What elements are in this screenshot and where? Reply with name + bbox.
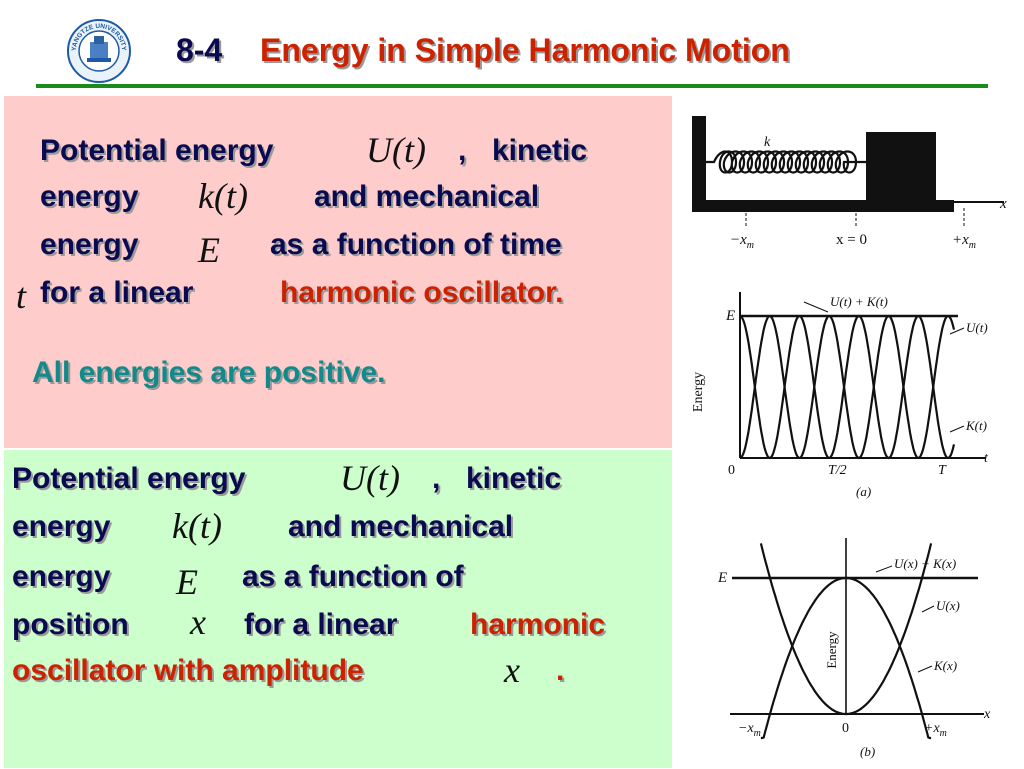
- pos-sum-leader: [875, 565, 893, 573]
- sum-leader: [803, 301, 829, 313]
- position-description-panel: [4, 450, 672, 768]
- pos-y-label: Energy: [824, 631, 839, 669]
- top-line2-text: energy: [40, 180, 139, 213]
- time-U-curve: [739, 314, 956, 460]
- time-description-panel: [4, 96, 672, 448]
- bot-line3-function: as a function of: [242, 560, 464, 593]
- bot-period: .: [556, 654, 565, 687]
- time-half-period-label: T/2: [828, 463, 847, 478]
- pos-K-curve: [760, 576, 932, 740]
- energy-time-figure: Energy E U(t) + K(t) U(t) K(t) 0 T/2 T t…: [688, 282, 1018, 508]
- pos-U-label: U(x): [936, 598, 960, 613]
- spring-k-label: k: [764, 135, 771, 150]
- pos-K-label: K(x): [933, 658, 957, 673]
- top-math-E: E: [198, 230, 220, 270]
- bot-line3-text: energy: [12, 560, 111, 593]
- wall: [692, 116, 706, 212]
- time-caption: (a): [856, 484, 871, 499]
- pos-pos-xm-label: +xm: [924, 721, 947, 739]
- bot-comma: ,: [432, 462, 441, 495]
- pos-U-curve: [759, 543, 933, 716]
- pos-U-leader: [921, 605, 935, 613]
- bot-line1-text: Potential energy: [12, 462, 246, 495]
- positive-energies-note: All energies are positive.: [32, 356, 386, 389]
- bot-math-xm: x: [504, 650, 520, 690]
- neg-xm-label: −xm: [730, 232, 754, 251]
- top-line4-oscillator: harmonic oscillator.: [280, 276, 564, 309]
- bot-line4-linear: for a linear: [244, 608, 398, 641]
- top-line1-kinetic: kinetic: [492, 134, 588, 167]
- university-logo: YANGTZE UNIVERSITY: [66, 18, 132, 84]
- pos-sum-label: U(x) + K(x): [894, 556, 956, 571]
- bot-line5-oscillator: oscillator with amplitude: [12, 654, 364, 687]
- page-title: Energy in Simple Harmonic Motion: [260, 32, 790, 68]
- bot-line4-harmonic: harmonic: [470, 608, 606, 641]
- bot-math-E: E: [176, 562, 198, 602]
- pos-caption: (b): [860, 744, 875, 759]
- time-t-label: t: [984, 451, 989, 466]
- time-K-curve: [739, 314, 956, 460]
- pos-E-label: E: [717, 570, 727, 586]
- top-line3-text: energy: [40, 228, 139, 261]
- bot-line2-text: energy: [12, 510, 111, 543]
- top-math-U: U(t): [366, 130, 426, 170]
- time-origin-label: 0: [728, 463, 735, 478]
- time-period-label: T: [938, 463, 947, 478]
- top-line3-function: as a function of time: [270, 228, 562, 261]
- bot-line2-mechanical: and mechanical: [288, 510, 514, 543]
- section-number: 8-4: [176, 32, 223, 68]
- top-line2-mechanical: and mechanical: [314, 180, 540, 213]
- time-E-label: E: [725, 308, 735, 324]
- bot-math-x: x: [190, 602, 206, 642]
- bot-line1-kinetic: kinetic: [466, 462, 562, 495]
- pos-K-leader: [917, 665, 933, 673]
- bot-math-U: U(t): [340, 458, 400, 498]
- bot-line4-text: position: [12, 608, 129, 641]
- pos-x-label: x: [983, 707, 991, 722]
- bot-math-k: k(t): [172, 506, 222, 546]
- time-y-label: Energy: [691, 372, 706, 412]
- top-line4-text: for a linear: [40, 276, 194, 309]
- top-comma: ,: [458, 134, 467, 167]
- time-K-label: K(t): [965, 418, 987, 433]
- equilibrium-label: x = 0: [836, 232, 867, 248]
- time-sum-label: U(t) + K(t): [830, 294, 888, 309]
- pos-neg-xm-label: −xm: [738, 721, 761, 739]
- top-math-k: k(t): [198, 176, 248, 216]
- pos-zero-label: 0: [842, 721, 849, 736]
- top-line1-text: Potential energy: [40, 134, 274, 167]
- top-math-t: t: [16, 276, 27, 316]
- U-leader: [949, 327, 965, 335]
- K-leader: [949, 425, 965, 433]
- block-mass: [866, 132, 936, 202]
- time-U-label: U(t): [966, 320, 988, 335]
- spring-block-figure: k x −xm x = 0 +xm: [688, 110, 1018, 260]
- header-divider: [36, 84, 988, 88]
- spring-coil: [706, 150, 866, 174]
- energy-position-figure: Energy E U(x) + K(x) U(x) K(x) −xm 0 +xm…: [700, 538, 1018, 764]
- spring-x-label: x: [999, 196, 1007, 212]
- pos-xm-label: +xm: [952, 232, 976, 251]
